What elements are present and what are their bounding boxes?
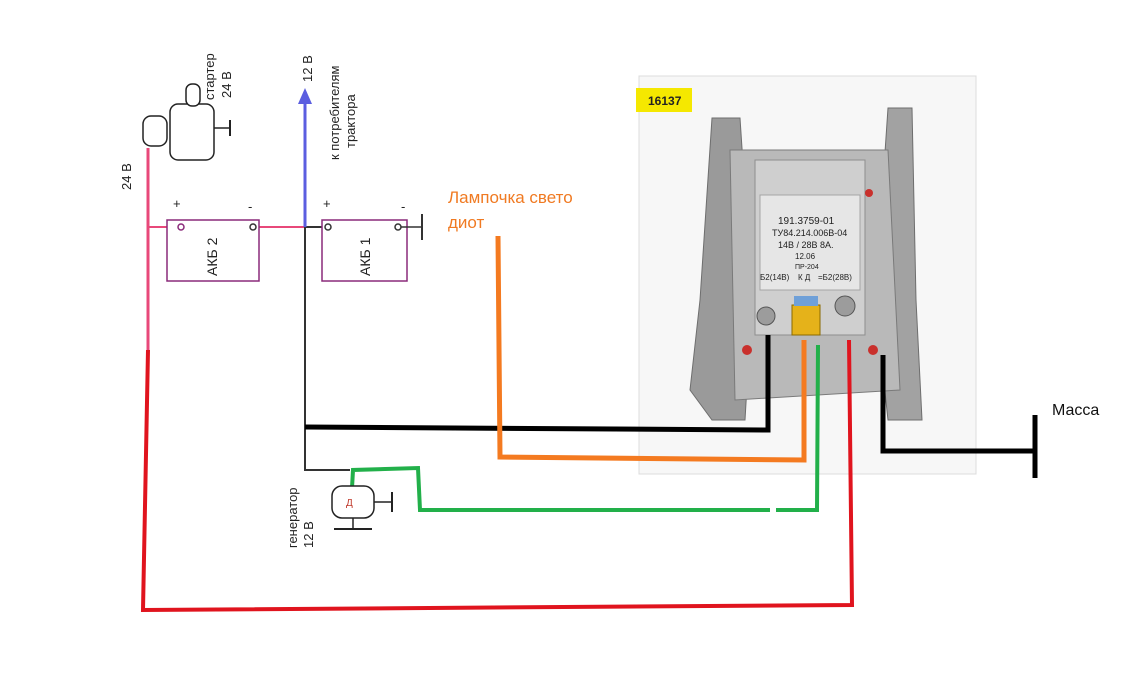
bat1-minus-terminal bbox=[394, 223, 402, 231]
bat2-minus-terminal bbox=[249, 223, 257, 231]
lamp-label-line2: диот bbox=[448, 213, 484, 232]
device-tag: 16137 bbox=[648, 94, 682, 108]
starter-solenoid bbox=[142, 115, 168, 147]
device-code: ПР-204 bbox=[795, 264, 819, 271]
bat2-minus-sign: - bbox=[248, 199, 252, 214]
device-spec: ТУ84.214.006В-04 bbox=[772, 228, 847, 238]
mount-screw bbox=[742, 345, 752, 355]
terminal-minus-label: =Б2(28В) bbox=[818, 273, 852, 282]
battery-1 bbox=[321, 219, 408, 282]
lamp-label-line1: Лампочка свето bbox=[448, 188, 573, 207]
terminal-b2-28v bbox=[834, 295, 856, 317]
wire-d-green bbox=[350, 465, 770, 512]
starter-voltage: 24 В bbox=[219, 71, 234, 98]
bat2-name: АКБ 2 bbox=[204, 237, 220, 276]
device-rating: 14В / 28В 8А. bbox=[778, 240, 834, 250]
wire-24v-red bbox=[140, 339, 855, 613]
starter-motor bbox=[169, 103, 215, 161]
bat2-plus-sign: + bbox=[173, 196, 181, 211]
arrow-consumers bbox=[298, 88, 312, 104]
terminal-kd-label: К Д bbox=[798, 273, 811, 282]
mount-screw bbox=[868, 345, 878, 355]
generator-symbol bbox=[331, 485, 393, 530]
starter-symbol bbox=[142, 83, 231, 161]
generator-label: генератор bbox=[285, 487, 300, 548]
generator-voltage: 12 В bbox=[301, 521, 316, 548]
wire-lamp-orange bbox=[495, 235, 807, 463]
bat1-plus-sign: + bbox=[323, 196, 331, 211]
wire-black-main bbox=[304, 335, 771, 433]
generator-terminal-d: Д bbox=[346, 498, 353, 509]
bat1-plus-terminal bbox=[324, 223, 332, 231]
bat2-plus-terminal bbox=[177, 223, 185, 231]
consumers-line1: к потребителям bbox=[327, 66, 342, 160]
device-date: 12.06 bbox=[795, 252, 816, 261]
converter-label-plate bbox=[759, 194, 861, 291]
connector-block bbox=[791, 304, 821, 336]
device-tag-badge bbox=[636, 88, 692, 112]
converter-photo: 16137 191.3759-01 ТУ84.214.006В-04 14В /… bbox=[636, 75, 977, 475]
bat1-minus-sign: - bbox=[401, 199, 405, 214]
starter-label: стартер bbox=[202, 53, 217, 100]
device-model: 191.3759-01 bbox=[778, 216, 835, 227]
wire-ground bbox=[880, 355, 1035, 454]
consumers-voltage: 12 В bbox=[300, 55, 315, 82]
consumers-line2: трактора bbox=[343, 93, 358, 148]
ground-label: Масса bbox=[1052, 402, 1099, 419]
generator-body bbox=[331, 485, 375, 519]
terminal-b2 bbox=[756, 306, 776, 326]
connector-insulator bbox=[794, 296, 818, 306]
terminal-b2-label: Б2(14В) bbox=[760, 273, 790, 282]
wire-d-green-2 bbox=[776, 344, 820, 512]
starter-top bbox=[185, 83, 201, 107]
left-voltage-label: 24 В bbox=[119, 163, 134, 190]
wire-bus-12v bbox=[304, 227, 350, 471]
mount-screw bbox=[865, 189, 873, 197]
bat1-name: АКБ 1 bbox=[357, 237, 373, 276]
